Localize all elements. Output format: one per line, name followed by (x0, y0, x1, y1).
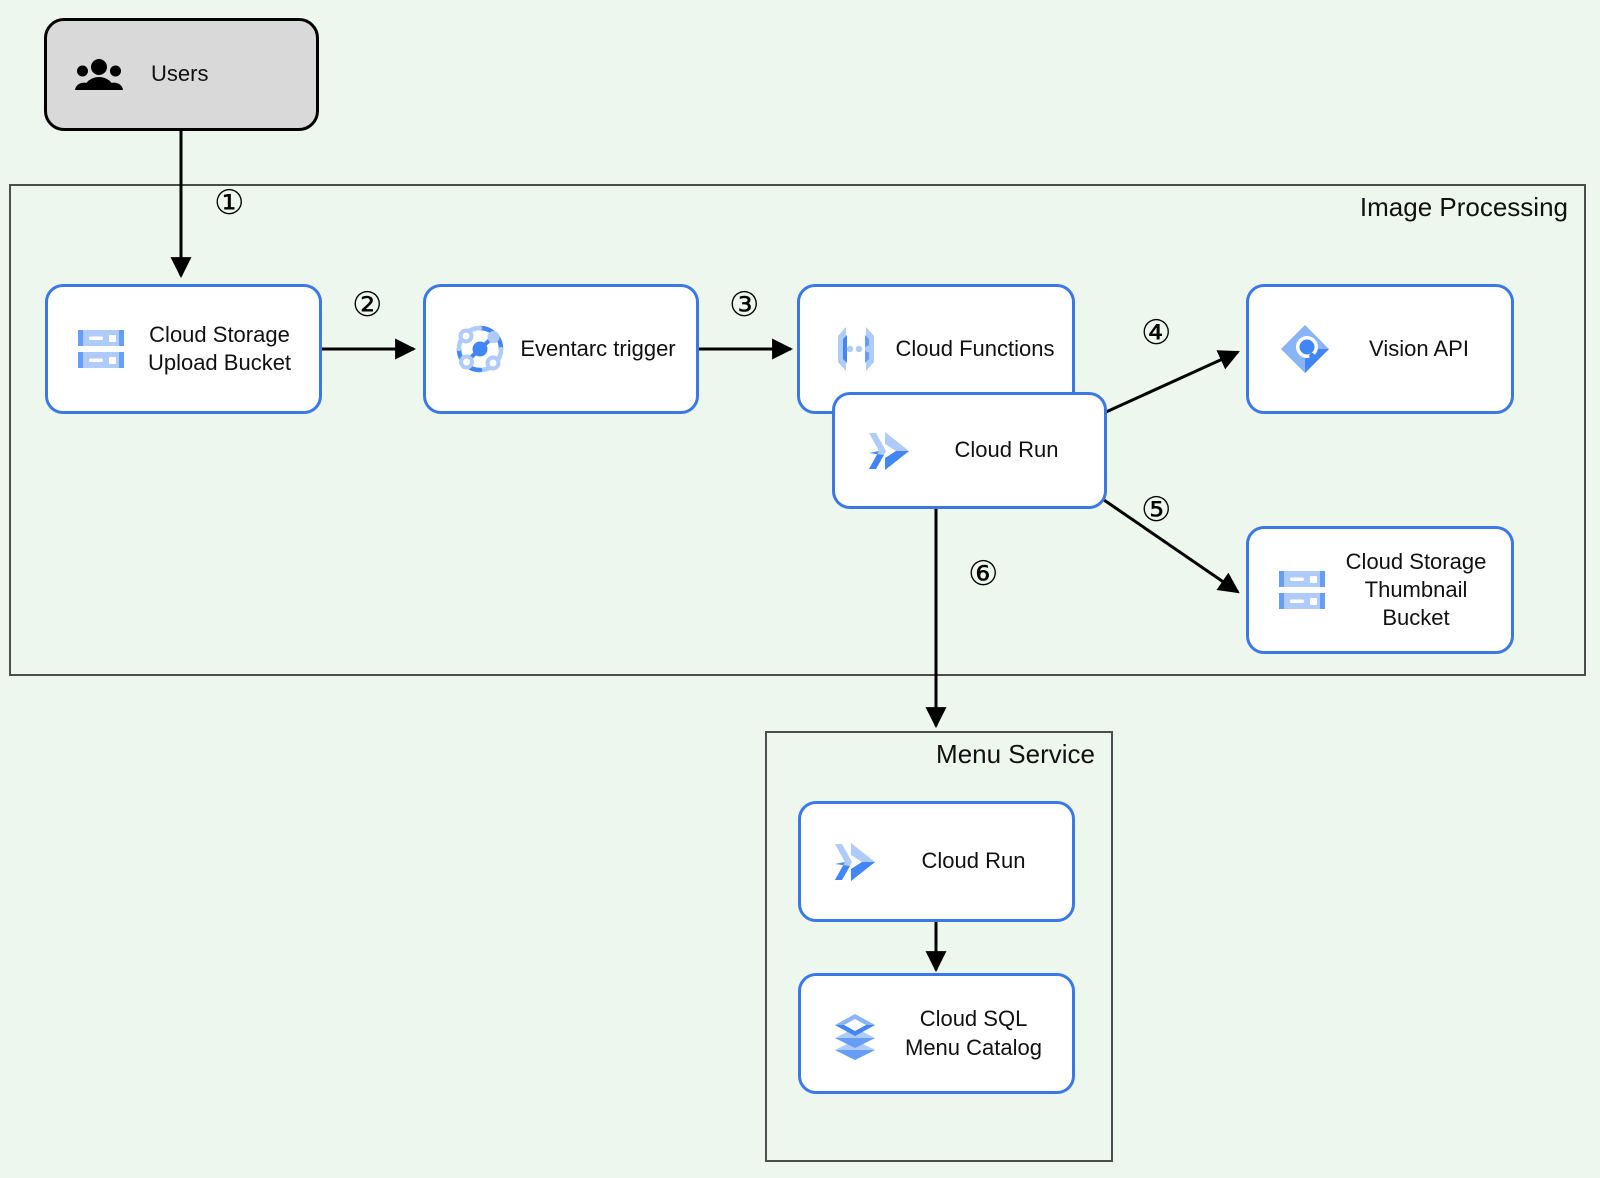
cloud-functions-icon (828, 325, 884, 373)
cloud-sql-icon (829, 1006, 881, 1062)
node-cloud-run-menu-service-label: Cloud Run (921, 848, 1026, 874)
node-users[interactable]: Users (44, 18, 319, 131)
step-badge-5: ⑤ (1141, 490, 1172, 530)
group-image-processing-title: Image Processing (1359, 192, 1568, 222)
cloud-storage-icon (1277, 567, 1327, 613)
step-badge-6: ⑥ (968, 554, 999, 594)
arrow-cloud-run-to-thumbnail-bucket (1103, 498, 1240, 594)
node-vision-api-label: Vision API (1369, 335, 1469, 361)
users-icon (75, 58, 123, 92)
node-upload-bucket[interactable]: Cloud Storage Upload Bucket (45, 284, 322, 414)
node-cloud-functions-label: Cloud Functions (895, 335, 1055, 361)
node-cloud-run-image-processing-label: Cloud Run (954, 437, 1059, 463)
node-thumbnail-bucket[interactable]: Cloud Storage Thumbnail Bucket (1246, 526, 1514, 654)
group-menu-service-title: Menu Service (936, 739, 1095, 769)
node-eventarc-trigger-label: Eventarc trigger (520, 335, 676, 361)
cloud-storage-icon (76, 326, 126, 372)
node-thumbnail-bucket-label: Cloud Storage Thumbnail Bucket (1345, 548, 1487, 631)
group-image-processing: Image Processing (9, 184, 1586, 676)
eventarc-icon (454, 323, 506, 375)
node-users-label: Users (151, 61, 209, 87)
arrow-cloud-run-to-vision-api (1105, 350, 1240, 414)
step-badge-3: ③ (729, 285, 760, 325)
step-badge-4: ④ (1141, 313, 1172, 353)
node-upload-bucket-label: Cloud Storage Upload Bucket (147, 321, 292, 375)
step-badge-2: ② (352, 285, 383, 325)
node-cloud-sql-label: Cloud SQL Menu Catalog (905, 1006, 1042, 1060)
node-cloud-run-image-processing[interactable]: Cloud Run (832, 392, 1107, 509)
node-eventarc-trigger[interactable]: Eventarc trigger (423, 284, 699, 414)
node-cloud-run-menu-service[interactable]: Cloud Run (798, 801, 1075, 922)
cloud-run-icon (829, 838, 881, 886)
vision-api-icon (1277, 321, 1333, 377)
cloud-run-icon (863, 427, 915, 475)
node-cloud-sql[interactable]: Cloud SQL Menu Catalog (798, 973, 1075, 1094)
group-menu-service: Menu Service (765, 731, 1113, 1162)
step-badge-1: ① (214, 183, 245, 223)
node-vision-api[interactable]: Vision API (1246, 284, 1514, 414)
